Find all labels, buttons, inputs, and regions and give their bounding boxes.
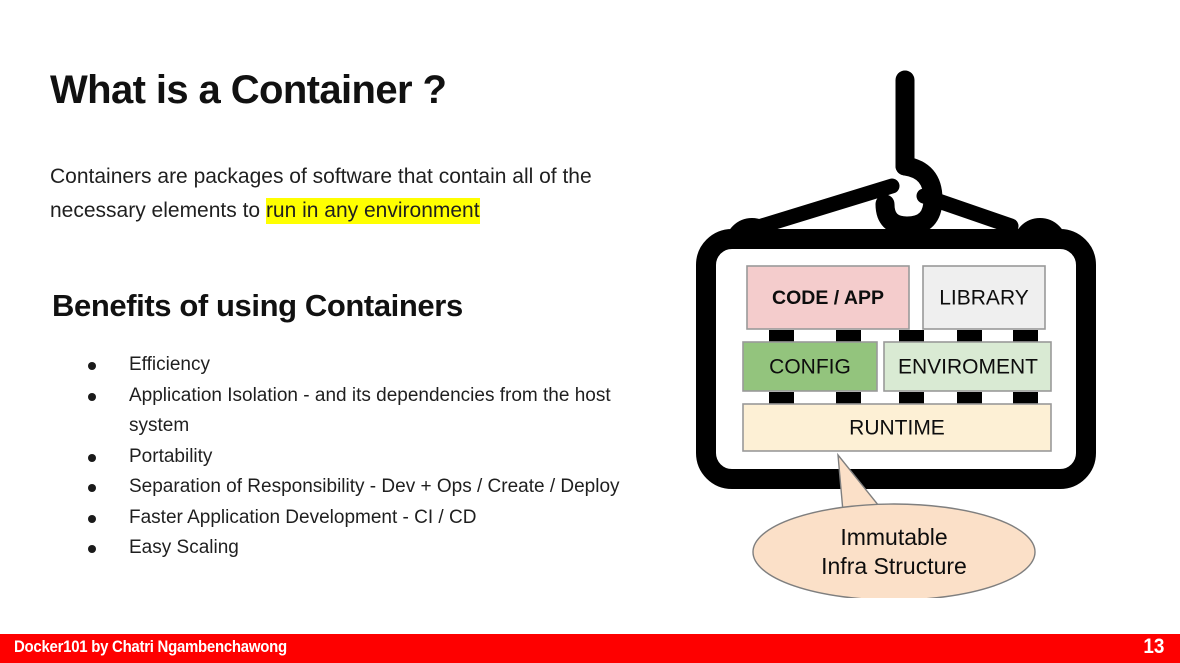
callout-bubble (752, 503, 1036, 598)
list-item: Application Isolation - and its dependen… (82, 381, 662, 442)
intro-text-highlight: run in any environment (265, 198, 480, 224)
list-item-label: Efficiency (129, 354, 210, 375)
box-library-rect (922, 265, 1046, 330)
list-item: Efficiency (82, 350, 662, 381)
connector-tabs-row1 (769, 330, 1038, 342)
box-code-app-label: CODE / APP (772, 287, 884, 309)
footer-page-number: 13 (1142, 635, 1164, 658)
list-item: Portability (82, 442, 662, 473)
intro-paragraph: Containers are packages of software that… (50, 160, 660, 228)
box-config-rect (742, 341, 878, 392)
list-item-label: Faster Application Development - CI / CD (129, 506, 477, 528)
footer-bar: Docker101 by Chatri Ngambenchawong 13 (0, 634, 1180, 663)
crane-hook-icon (744, 70, 1044, 245)
list-item: Separation of Responsibility - Dev + Ops… (82, 472, 662, 503)
box-library-label: LIBRARY (939, 287, 1029, 310)
callout-line-1: Immutable (840, 524, 947, 550)
container-crate-diagram: CODE / APP LIBRARY CONFIG ENVIROMENT R (686, 58, 1130, 598)
box-runtime-label: RUNTIME (849, 417, 945, 440)
intro-text-plain: Containers are packages of software that… (50, 165, 592, 222)
list-item: Faster Application Development - CI / CD (82, 503, 662, 534)
box-code-app-rect (746, 265, 910, 330)
callout-line-2: Infra Structure (821, 553, 967, 579)
list-item: Easy Scaling (82, 533, 662, 564)
box-config-label: CONFIG (769, 356, 851, 379)
box-enviroment-label: ENVIROMENT (898, 356, 1038, 379)
benefits-list: Efficiency Application Isolation - and i… (82, 350, 662, 564)
connector-tabs-row2 (769, 392, 1038, 404)
benefits-heading: Benefits of using Containers (52, 288, 463, 323)
footer-title: Docker101 by Chatri Ngambenchawong (14, 637, 287, 656)
list-item-label: Separation of Responsibility - Dev + Ops… (129, 476, 620, 497)
box-enviroment-rect (883, 341, 1052, 392)
box-runtime-rect (742, 403, 1052, 452)
list-item-label: Portability (129, 445, 213, 467)
list-item-label: Easy Scaling (129, 537, 239, 558)
list-item-label: Application Isolation - and its dependen… (129, 384, 611, 437)
page-title: What is a Container ? (50, 68, 447, 112)
